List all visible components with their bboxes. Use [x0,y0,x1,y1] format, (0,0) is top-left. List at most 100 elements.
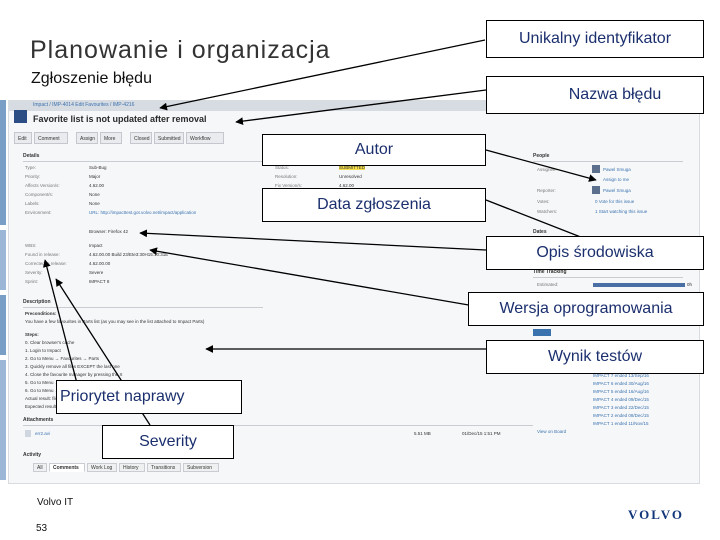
accent-stripe [0,100,6,225]
callout-unique-id: Unikalny identyfikator [486,20,704,58]
description-heading: Description [23,299,51,305]
agile-tag [533,329,551,336]
sprint-item[interactable]: IMPACT 2 ended 08/Dec/15 [593,413,649,418]
assign-button[interactable]: Assign [76,132,98,144]
tab-transitions[interactable]: Transitions [147,463,181,472]
more-button[interactable]: More [100,132,122,144]
detail-label: Corrected in release: [25,261,67,266]
detail-label: Severity: [25,270,43,275]
tab-subversion[interactable]: Subversion [183,463,219,472]
detail-value: 4.62.00 [339,183,355,188]
tab-comments[interactable]: Comments [49,463,85,472]
file-icon [25,430,31,437]
details-heading: Details [23,153,40,159]
detail-value: IMPACT 8 [89,279,110,284]
callout-bug-name: Nazwa błędu [486,76,704,114]
people-label: Assignee: [537,167,557,172]
page-number: 53 [36,523,48,534]
detail-value: Major [89,174,101,179]
detail-label: Component/s: [25,192,54,197]
detail-label: Sprint: [25,279,39,284]
detail-label: Labels: [25,201,40,206]
description-line: You have a few favourites in Parts list … [25,319,205,324]
callout-priority: Priorytet naprawy [56,380,242,414]
description-line: 2. Go to Menu → Favourites → Parts [25,356,100,361]
sprint-item[interactable]: IMPACT 5 ended 16/Aug/16 [593,389,649,394]
detail-value: Severe [89,270,104,275]
detail-label: Priority: [25,174,41,179]
detail-value: None [89,201,100,206]
breadcrumb[interactable]: Impact / IMP-4014 Edit Favourites / IMP-… [33,102,135,108]
avatar [592,186,600,194]
attachments-heading: Attachments [23,417,54,423]
callout-author: Autor [262,134,486,166]
detail-value: Impact [89,243,103,248]
time-label: Estimated: [537,282,559,287]
tab-work-log[interactable]: Work Log [87,463,117,472]
detail-value: Unresolved [339,174,362,179]
tab-all[interactable]: All [33,463,47,472]
activity-tabs: All Comments Work Log History Transition… [33,463,273,473]
divider [23,307,263,308]
edit-button[interactable]: Edit [14,132,32,144]
people-label: Watchers: [537,209,558,214]
dates-heading: Dates [533,229,547,235]
submitted-button[interactable]: Submitted [154,132,184,144]
description-line: Steps: [25,332,39,337]
accent-stripe [0,360,6,480]
sprint-item[interactable]: IMPACT 7 ended 13/Sep/16 [593,373,649,378]
time-tracking-heading: Time Tracking [533,269,567,275]
detail-label: Environment: [25,210,52,215]
view-on-board-link[interactable]: View on Board [537,429,567,434]
attachment-link[interactable]: err2.avi [35,431,51,436]
reporter-link[interactable]: Pawel Smuga [603,188,631,193]
people-label: Votes: [537,199,550,204]
description-line: 3. Quickly remove all files EXCEPT the l… [25,364,120,369]
slide-title: Planowanie i organizacja [30,36,331,64]
project-avatar-icon [14,110,27,123]
votes-link[interactable]: 0 Vote for this issue [595,199,635,204]
divider [23,425,533,426]
callout-software-version: Wersja oprogramowania [468,292,704,326]
assign-to-me-link[interactable]: Assign to me [603,177,630,182]
sprint-item[interactable]: IMPACT 4 ended 09/Dec/15 [593,397,649,402]
attachment-size: 5.51 MB [414,431,431,436]
description-line: Preconditions: [25,311,57,316]
callout-severity: Severity [102,425,234,459]
estimated-bar [593,283,685,287]
workflow-button[interactable]: Workflow [186,132,224,144]
comment-button[interactable]: Comment [34,132,68,144]
environment-value[interactable]: URL: http://impacttest.got.volvo.net/imp… [89,210,197,215]
footer-company: Volvo IT [37,497,74,508]
detail-label: Found in release: [25,252,60,257]
description-line: 4. Close the favourite manager by pressi… [25,372,123,377]
status-badge: SUBMITTED [339,165,366,170]
callout-report-date: Data zgłoszenia [262,188,486,222]
detail-label: WBS: [25,243,37,248]
avatar [592,165,600,173]
detail-value: 4.62.00 [89,183,105,188]
description-line: 1. Login to Impact [25,348,61,353]
callout-test-result: Wynik testów [486,340,704,374]
detail-label: Resolution: [275,174,298,179]
watchers-link[interactable]: 1 Start watching this issue [595,209,648,214]
people-heading: People [533,153,550,159]
closed-button[interactable]: Closed [130,132,152,144]
time-value: 0h [687,282,693,287]
detail-label: Affects Version/s: [25,183,60,188]
sprint-item[interactable]: IMPACT 6 ended 30/Aug/16 [593,381,649,386]
description-line: 0. Clear browser's cache [25,340,75,345]
tab-history[interactable]: History [119,463,145,472]
detail-value: 4.62.00.00 [89,261,111,266]
detail-value: None [89,192,100,197]
callout-environment: Opis środowiska [486,236,704,270]
sprint-item[interactable]: IMPACT 1 ended 11/Nov/15 [593,421,649,426]
attachment-date: 01/Dec/15 1:51 PM [462,431,501,436]
people-label: Reporter: [537,188,556,193]
detail-value: Sub-Bug [89,165,107,170]
divider [23,161,263,162]
assignee-link[interactable]: Pawel Smuga [603,167,631,172]
slide-subtitle: Zgłoszenie błędu [31,70,152,87]
issue-title: Favorite list is not updated after remov… [33,114,207,124]
sprint-item[interactable]: IMPACT 3 ended 22/Dec/15 [593,405,649,410]
